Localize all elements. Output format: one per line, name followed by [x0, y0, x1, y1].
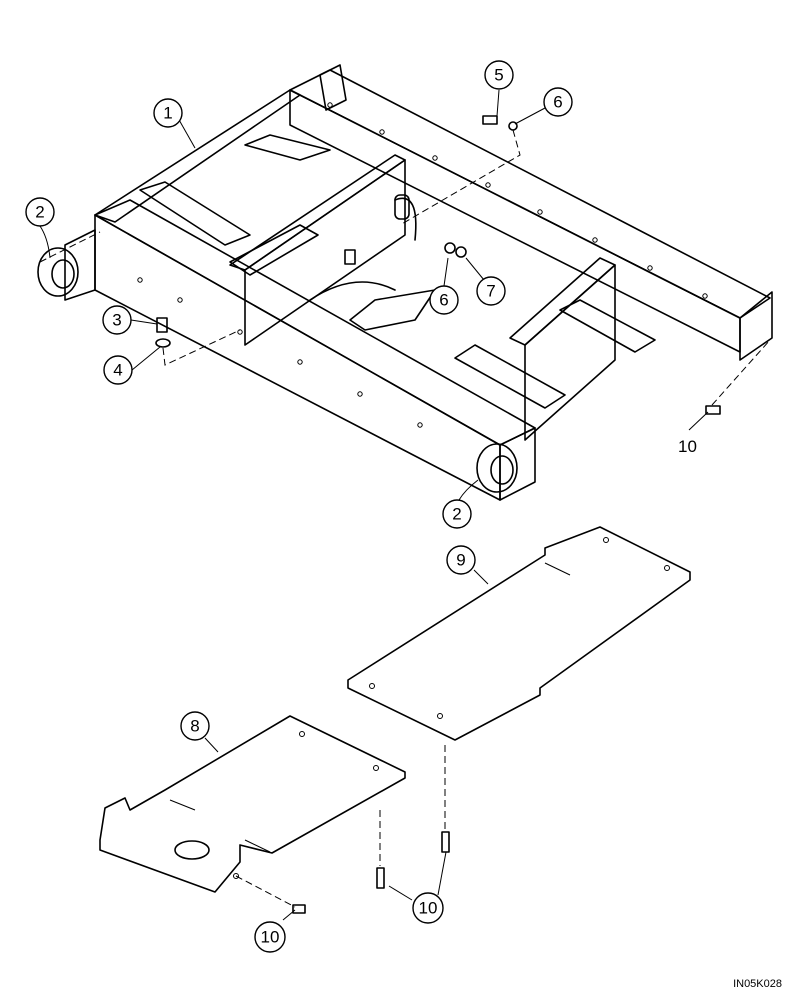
callout-9: 9 — [446, 545, 476, 575]
frame-assembly — [37, 64, 773, 501]
callout-2-right-label: 2 — [452, 505, 461, 524]
callout-6-top-label: 6 — [553, 93, 562, 112]
callout-10-bottom-left: 10 — [254, 921, 286, 953]
callout-8: 8 — [180, 711, 210, 741]
callout-10-bottom-right-label: 10 — [419, 899, 438, 918]
callout-3-label: 3 — [112, 311, 121, 330]
callout-2-left-label: 2 — [35, 203, 44, 222]
label-10-free: 10 — [678, 437, 697, 456]
floor-plate-8 — [99, 715, 406, 893]
callout-1-label: 1 — [163, 104, 172, 123]
callout-6-mid: 6 — [429, 285, 459, 315]
callout-4-label: 4 — [113, 361, 122, 380]
callout-2-right: 2 — [442, 499, 472, 529]
callout-8-label: 8 — [190, 717, 199, 736]
callout-7-label: 7 — [486, 282, 495, 301]
callout-4: 4 — [103, 355, 133, 385]
bolts-10 — [235, 745, 450, 914]
callout-7: 7 — [476, 276, 506, 306]
callout-6-top: 6 — [543, 87, 573, 117]
leader-lines — [39, 89, 709, 921]
callout-1: 1 — [153, 98, 183, 128]
callout-9-label: 9 — [456, 551, 465, 570]
callout-5: 5 — [484, 60, 514, 90]
callout-6-mid-label: 6 — [439, 291, 448, 310]
callout-5-label: 5 — [494, 66, 503, 85]
callout-2-left: 2 — [25, 197, 55, 227]
drawing-code: IN05K028 — [733, 978, 782, 990]
floor-plate-9 — [347, 526, 691, 741]
callout-10-bottom-right: 10 — [412, 892, 444, 924]
callout-10-bottom-left-label: 10 — [261, 928, 280, 947]
callout-3: 3 — [102, 305, 132, 335]
